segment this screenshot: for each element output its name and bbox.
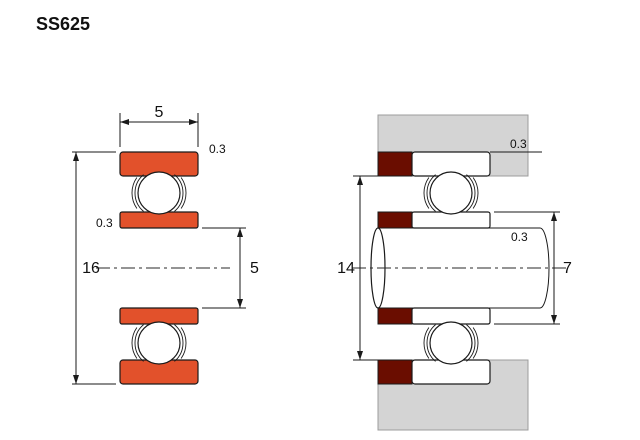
housing-shoulder-dimension: 14 <box>337 175 378 361</box>
cage-arc <box>426 174 436 212</box>
shaft-end-arc <box>539 227 550 309</box>
right-view-mounting: 0.3 0.3 14 7 <box>337 114 572 431</box>
cage-arc <box>131 327 138 359</box>
bore-diameter-label: 5 <box>250 260 259 277</box>
arrow-down-icon <box>237 299 243 308</box>
arrow-up-icon <box>73 152 79 161</box>
shaft-shoulder-dimension: 7 <box>494 211 572 325</box>
ball-top <box>137 171 181 215</box>
bore-diameter-dimension: 5 <box>202 227 259 309</box>
arrow-right-icon <box>189 119 198 125</box>
cage-arc <box>466 174 476 212</box>
arrow-up-icon <box>357 176 363 185</box>
shaft-shoulder-top <box>377 211 413 229</box>
outer-diameter-label: 16 <box>82 260 100 277</box>
cage-arc <box>131 177 138 209</box>
cage-arc <box>134 174 144 212</box>
shaft-fillet-label: 0.3 <box>511 230 528 244</box>
width-dimension: 5 <box>119 104 199 147</box>
cage-arc <box>180 177 187 209</box>
arrow-down-icon <box>551 315 557 324</box>
part-number-title: SS625 <box>36 14 90 34</box>
housing-shoulder-label: 14 <box>337 260 355 277</box>
cage-arc <box>423 177 430 209</box>
arrow-up-icon <box>551 212 557 221</box>
shaft-shoulder-label: 7 <box>563 260 572 277</box>
outer-diameter-dimension: 16 <box>72 151 116 385</box>
ball-top <box>429 171 473 215</box>
inner-chamfer-label: 0.3 <box>96 216 113 230</box>
cage-arc <box>134 324 144 362</box>
ball-bottom <box>137 321 181 365</box>
cage-arc <box>426 324 436 362</box>
housing-shoulder-top <box>377 151 413 177</box>
cage-arc <box>180 327 187 359</box>
arrow-left-icon <box>120 119 129 125</box>
arrow-up-icon <box>237 228 243 237</box>
cage-arc <box>472 177 479 209</box>
housing-fillet-label: 0.3 <box>510 137 527 151</box>
outer-chamfer-label: 0.3 <box>209 142 226 156</box>
housing-shoulder-bottom <box>377 359 413 385</box>
cage-arc <box>174 324 184 362</box>
cage-arc <box>466 324 476 362</box>
shaft-shoulder-bottom <box>377 307 413 325</box>
ball-bottom <box>429 321 473 365</box>
cage-arc <box>472 327 479 359</box>
width-dimension-label: 5 <box>155 104 164 121</box>
left-view-cross-section: 5 0.3 0.3 16 5 <box>72 104 259 385</box>
arrow-down-icon <box>73 375 79 384</box>
cage-arc <box>423 327 430 359</box>
arrow-down-icon <box>357 351 363 360</box>
cage-arc <box>174 174 184 212</box>
